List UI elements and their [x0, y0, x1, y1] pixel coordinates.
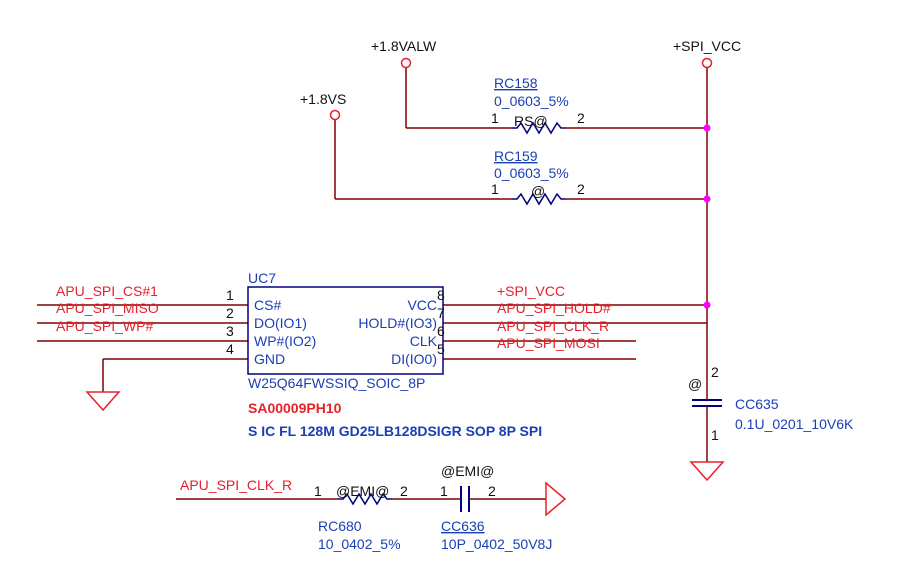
- uc7-pin-name: CS#: [254, 297, 281, 313]
- uc7-pin-number: 2: [226, 305, 234, 321]
- rc159-ref: RC159: [494, 148, 538, 164]
- rc158-value: 0_0603_5%: [494, 93, 569, 109]
- net-label: APU_SPI_MISO: [56, 300, 159, 316]
- rc680-pin2: 2: [400, 483, 408, 499]
- rc680-tag: @EMI@: [336, 483, 389, 499]
- rc680-ref: RC680: [318, 518, 362, 534]
- uc7-ref: UC7: [248, 270, 276, 286]
- uc7-part: W25Q64FWSSIQ_SOIC_8P: [248, 375, 425, 391]
- v18valw-port: [400, 57, 412, 69]
- rc159-value: 0_0603_5%: [494, 165, 569, 181]
- wires: [37, 68, 708, 500]
- uc7-pin-number: 6: [437, 323, 445, 339]
- grounds: [85, 391, 725, 517]
- cc636-tag: @EMI@: [441, 463, 494, 479]
- ground-icon-uc7: [85, 391, 121, 412]
- v18valw-label: +1.8VALW: [371, 38, 437, 54]
- uc7-pin-number: 4: [226, 341, 234, 357]
- cc636-pin1: 1: [440, 483, 448, 499]
- cc635-pin2: 2: [711, 364, 719, 380]
- uc7-pin-name: CLK: [410, 333, 438, 349]
- net-label: APU_SPI_CS#1: [56, 283, 158, 299]
- rc680-pin1: 1: [314, 483, 322, 499]
- cc635-ref: CC635: [735, 396, 779, 412]
- junction-dot: [703, 124, 711, 132]
- cc636-value: 10P_0402_50V8J: [441, 536, 552, 552]
- uc7-sap: SA00009PH10: [248, 400, 342, 416]
- uc7-pin-name: VCC: [407, 297, 437, 313]
- uc7-pin-number: 7: [437, 305, 445, 321]
- v18vs-label: +1.8VS: [300, 91, 346, 107]
- junctions: [703, 124, 711, 309]
- capacitors: [460, 399, 722, 512]
- spi-vcc-top-label: +SPI_VCC: [673, 38, 741, 54]
- rc158-tag: RS@: [514, 113, 548, 129]
- net-label: APU_SPI_HOLD#: [497, 300, 611, 316]
- ground-icon-cc636: [545, 481, 567, 517]
- rc158-ref: RC158: [494, 75, 538, 91]
- rc680-symbol: [338, 492, 392, 506]
- uc7-pin-name: WP#(IO2): [254, 333, 316, 349]
- uc7-pin-number: 8: [437, 287, 445, 303]
- uc7-pin-number: 3: [226, 323, 234, 339]
- v18vs-port: [329, 109, 341, 121]
- rc159-pin1: 1: [491, 181, 499, 197]
- uc7-desc: S IC FL 128M GD25LB128DSIGR SOP 8P SPI: [248, 423, 542, 439]
- rc158-pin2: 2: [577, 110, 585, 126]
- uc7-pin-name: HOLD#(IO3): [358, 315, 437, 331]
- uc7-pin-name: DI(IO0): [391, 351, 437, 367]
- net-label: APU_SPI_WP#: [56, 318, 153, 334]
- cc636-ref: CC636: [441, 518, 485, 534]
- power-ports: [329, 57, 713, 121]
- resistors: [338, 121, 566, 506]
- cc635-value: 0.1U_0201_10V6K: [735, 416, 854, 432]
- rc159-tag: @: [531, 183, 545, 199]
- net-label: APU_SPI_MOSI: [497, 335, 600, 351]
- rc159-symbol: [512, 192, 566, 206]
- rc158-symbol: [512, 121, 566, 135]
- uc7-pin-name: GND: [254, 351, 285, 367]
- junction-dot: [703, 195, 711, 203]
- net-label: +SPI_VCC: [497, 283, 565, 299]
- rc158-pin1: 1: [491, 110, 499, 126]
- rc159-pin2: 2: [577, 181, 585, 197]
- uc7-pin-name: DO(IO1): [254, 315, 307, 331]
- ground-icon-cc635: [689, 461, 725, 482]
- spi-vcc-port: [701, 57, 713, 69]
- uc7-pin-number: 5: [437, 341, 445, 357]
- cc635-pin1: 1: [711, 427, 719, 443]
- net-label: APU_SPI_CLK_R: [180, 477, 292, 493]
- net-label: APU_SPI_CLK_R: [497, 318, 609, 334]
- rc680-value: 10_0402_5%: [318, 536, 401, 552]
- junction-dot: [703, 301, 711, 309]
- cc635-tag: @: [688, 376, 702, 392]
- uc7-pin-number: 1: [226, 287, 234, 303]
- uc7-body: [247, 286, 444, 375]
- cc636-pin2: 2: [488, 483, 496, 499]
